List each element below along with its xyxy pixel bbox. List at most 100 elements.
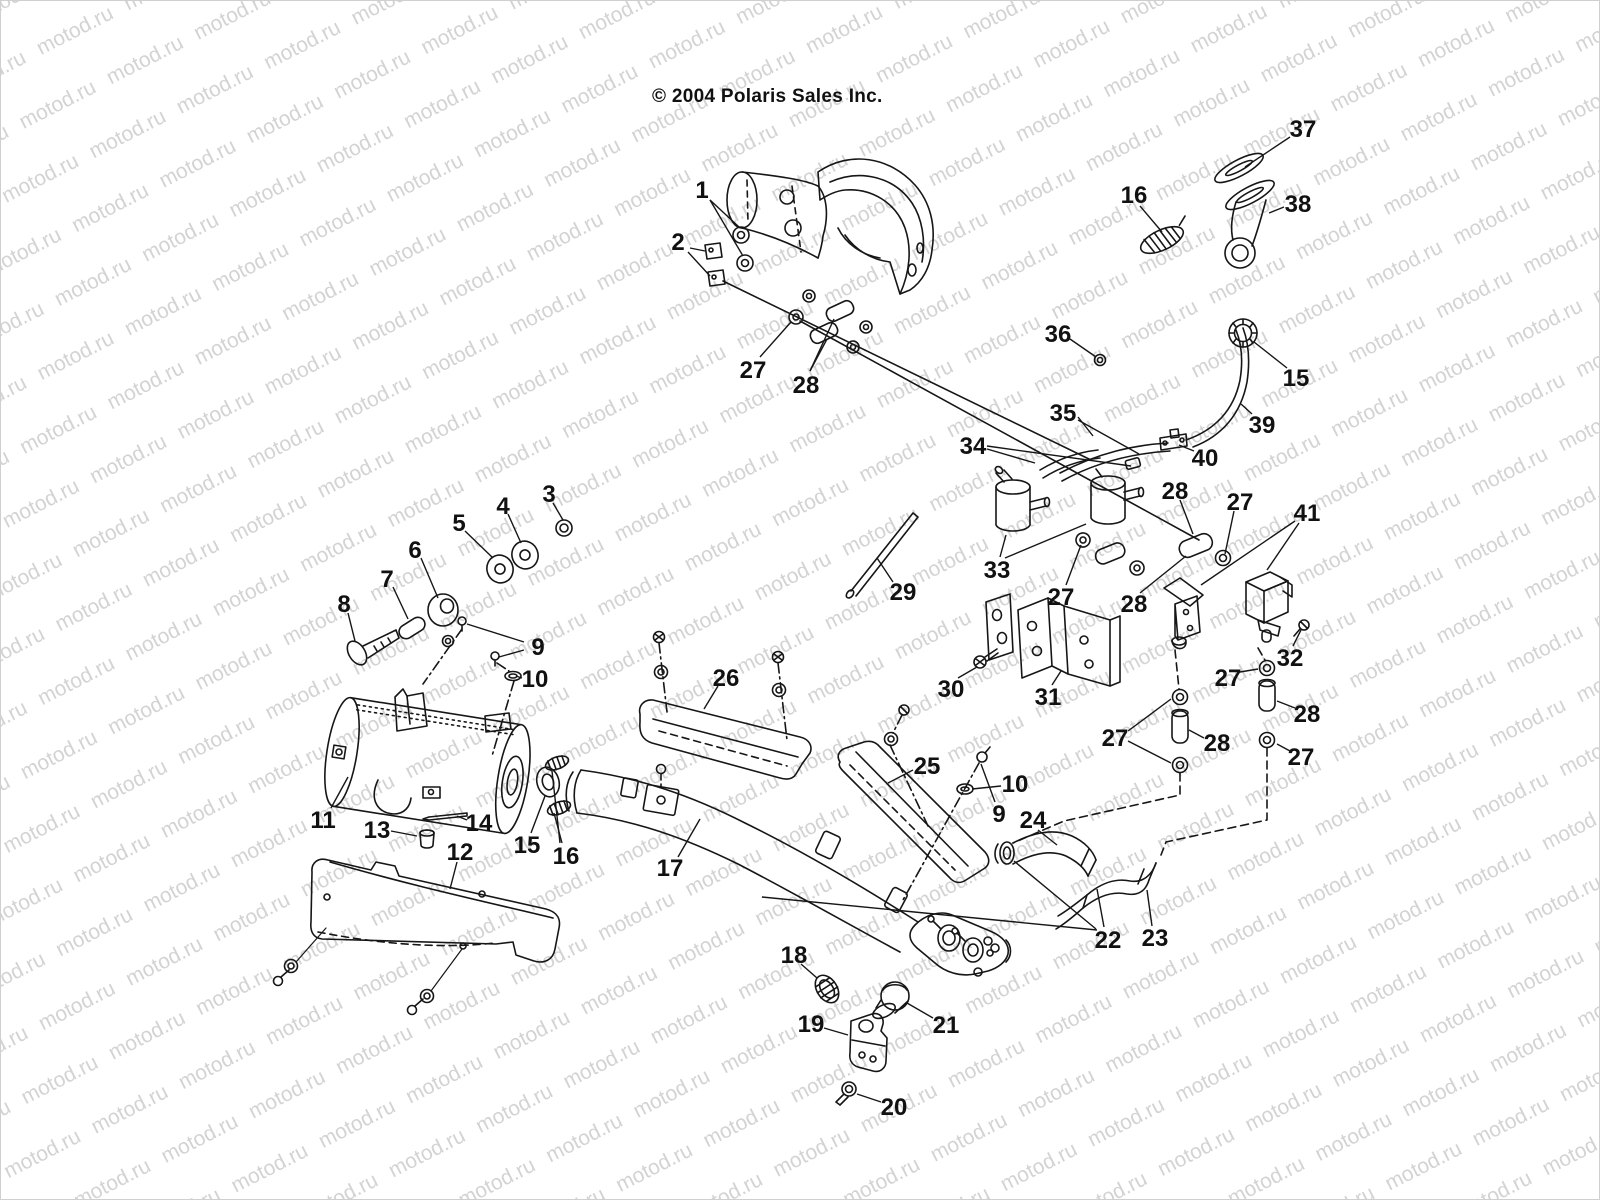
diagram-artwork (272, 152, 1310, 1106)
leader-line-27 (1065, 544, 1082, 586)
watermark-text: motod.ru (1082, 118, 1166, 176)
watermark-text: motod.ru (803, 650, 887, 708)
watermark-text: motod.ru (155, 134, 239, 192)
watermark-text: motod.ru (0, 770, 14, 828)
callout-16: 16 (1121, 182, 1148, 209)
watermark-text: motod.ru (1099, 44, 1183, 102)
watermark-text: motod.ru (525, 1183, 609, 1200)
watermark-text: motod.ru (347, 0, 431, 30)
leader-line-38 (1268, 206, 1285, 214)
callout-27: 27 (1215, 665, 1242, 692)
watermark-text: motod.ru (1537, 147, 1600, 205)
watermark-text: motod.ru (1381, 812, 1465, 870)
watermark-text: motod.ru (191, 312, 275, 370)
watermark-text: motod.ru (1187, 0, 1271, 58)
watermark-text: motod.ru (1344, 0, 1428, 43)
leader-line-31 (1051, 670, 1062, 686)
canisters-33 (994, 465, 1145, 532)
watermark-text: motod.ru (1555, 398, 1600, 456)
watermark-text: motod.ru (1485, 694, 1569, 752)
hose-24 (994, 831, 1097, 877)
watermark-text: motod.ru (1555, 723, 1600, 781)
watermark-text: motod.ru (802, 0, 886, 58)
leader-line-27 (1127, 740, 1172, 764)
watermark-text: motod.ru (190, 0, 274, 45)
watermark-text: motod.ru (1415, 339, 1499, 397)
watermark-text: motod.ru (139, 533, 223, 591)
watermark-text: motod.ru (542, 1109, 626, 1167)
watermark-text: motod.ru (243, 90, 327, 148)
leader-line-15 (530, 795, 546, 834)
watermark-text: motod.ru (977, 236, 1061, 294)
leader-line-14 (456, 815, 468, 821)
callout-27: 27 (1102, 725, 1129, 752)
watermark-text: motod.ru (1241, 1078, 1325, 1136)
leader-line-15 (1253, 341, 1288, 369)
watermark-text: motod.ru (279, 917, 363, 975)
watermark-text: motod.ru (70, 1154, 154, 1200)
leader-line-23 (1146, 889, 1153, 927)
callout-9: 9 (531, 634, 544, 661)
callout-27: 27 (1288, 744, 1315, 771)
watermark-text: motod.ru (1362, 236, 1446, 294)
leader-line-34 (986, 448, 1036, 464)
leader-line-5 (464, 530, 494, 559)
watermark-text: motod.ru (768, 473, 852, 531)
watermark-text: motod.ru (400, 75, 484, 133)
watermark-text: motod.ru (559, 710, 643, 768)
watermark-text: motod.ru (0, 948, 49, 1006)
watermark-text: motod.ru (0, 1125, 84, 1183)
callout-19: 19 (798, 1011, 825, 1038)
watermark-text: motod.ru (260, 16, 344, 74)
watermark-text: motod.ru (1311, 1108, 1395, 1166)
callout-33: 33 (984, 557, 1011, 584)
spacer-chain-left (1012, 649, 1189, 844)
watermark-text: motod.ru (0, 46, 30, 104)
callout-15: 15 (514, 832, 541, 859)
watermark-text: motod.ru (1259, 1004, 1343, 1062)
watermark-text: motod.ru (1451, 841, 1535, 899)
muffler-11 (324, 688, 531, 835)
callout-24: 24 (1020, 807, 1047, 834)
watermark-text: motod.ru (121, 607, 205, 665)
watermark-text: motod.ru (663, 592, 747, 650)
callout-16: 16 (553, 843, 580, 870)
callout-29: 29 (890, 579, 917, 606)
watermark-text: motod.ru (785, 399, 869, 457)
watermark-text: motod.ru (1294, 1182, 1378, 1200)
rod-29 (845, 512, 919, 599)
watermark-text: motod.ru (593, 562, 677, 620)
watermark-text: motod.ru (1012, 88, 1096, 146)
leader-line-28 (1188, 729, 1205, 739)
watermark-text: motod.ru (138, 208, 222, 266)
watermark-text: motod.ru (0, 475, 83, 533)
leader-line-41 (1266, 522, 1300, 571)
watermark-text: motod.ru (1293, 531, 1377, 589)
watermark-text: motod.ru (0, 696, 31, 754)
watermark-text: motod.ru (1345, 310, 1429, 368)
callout-36: 36 (1045, 321, 1072, 348)
watermark-text: motod.ru (577, 961, 661, 1019)
watermark-text: motod.ru (0, 445, 13, 503)
watermark-text: motod.ru (1414, 14, 1498, 72)
watermark-text: motod.ru (997, 1138, 1081, 1196)
spacer-chain-right (1160, 647, 1276, 856)
leader-line-25 (887, 769, 914, 784)
watermark-text: motod.ru (1152, 147, 1236, 205)
watermark-text: motod.ru (1311, 783, 1395, 841)
leader-line-24 (1037, 829, 1058, 846)
watermark-text: motod.ru (34, 652, 118, 710)
watermark-text: motod.ru (837, 177, 921, 235)
leader-line-27 (1276, 743, 1291, 752)
callout-13: 13 (364, 817, 391, 844)
watermark-text: motod.ru (419, 651, 503, 709)
leader-line-30 (957, 666, 978, 679)
watermark-text: motod.ru (1029, 15, 1113, 73)
watermark-text: motod.ru (436, 577, 520, 635)
watermark-text: motod.ru (1066, 842, 1150, 900)
heat-shield-12 (272, 858, 561, 1016)
watermark-text: motod.ru (1171, 1049, 1255, 1107)
watermark-text: motod.ru (401, 400, 485, 458)
watermark-text: motod.ru (1346, 960, 1430, 1018)
